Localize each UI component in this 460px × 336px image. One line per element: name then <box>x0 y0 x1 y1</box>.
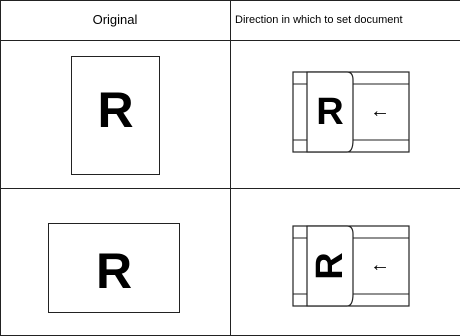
original-portrait-page: R <box>71 56 160 175</box>
set-letter-rotated: R <box>309 252 351 280</box>
column-divider <box>230 0 231 336</box>
header-original: Original <box>92 12 138 27</box>
feed-arrow-1: ← <box>370 100 390 122</box>
original-landscape-letter: R <box>95 243 133 299</box>
original-portrait-letter: R <box>97 82 134 138</box>
table-left-border <box>0 0 1 336</box>
original-landscape-page: R <box>48 223 180 313</box>
set-letter-upright: R <box>316 91 344 133</box>
header-direction: Direction in which to set document <box>235 14 403 26</box>
feed-arrow-2: ← <box>370 254 390 276</box>
